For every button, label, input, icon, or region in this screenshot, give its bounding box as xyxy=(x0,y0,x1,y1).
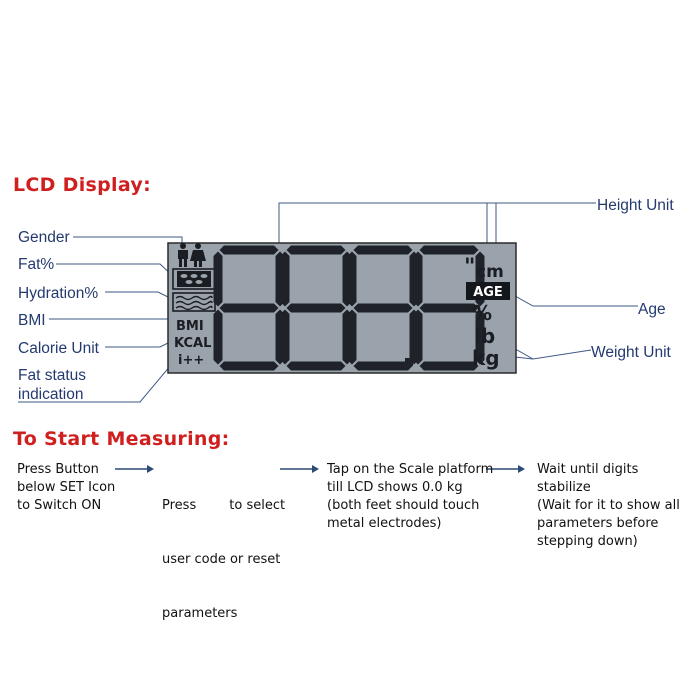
lcd-age-indicator: AGE xyxy=(473,285,503,300)
step-3-line-4: metal electrodes) xyxy=(327,516,442,531)
male-female-icon xyxy=(178,243,206,267)
digit-2-seg-g xyxy=(286,303,346,313)
digit-3-seg-d xyxy=(353,361,413,371)
callout-fat-status-line1: Fat status xyxy=(18,367,87,384)
digit-3-seg-g xyxy=(353,303,413,313)
digit-display xyxy=(213,245,485,371)
digit-4-seg-e xyxy=(413,309,423,365)
callout-weight-unit: Weight Unit xyxy=(591,344,671,361)
lcd-inch-mark: " xyxy=(464,255,475,280)
digit-2-seg-e xyxy=(280,309,290,365)
fat-body-icon xyxy=(172,268,216,290)
lcd-bmi-label: BMI xyxy=(176,319,204,334)
step-1-line-1: Press Button xyxy=(17,462,99,477)
callout-hydration: Hydration% xyxy=(18,285,99,302)
lcd-kcal-label: KCAL xyxy=(174,336,211,351)
digit-4-seg-a xyxy=(419,245,479,255)
lcd-kg-unit: kg xyxy=(472,346,500,370)
callout-bmi: BMI xyxy=(18,312,46,329)
digit-2-seg-d xyxy=(286,361,346,371)
step-1-line-2: below SET Icon xyxy=(17,480,116,495)
callout-fat-status-line2: indication xyxy=(18,386,84,403)
arrow-step-2 xyxy=(280,465,319,473)
step-2: Press to select user code or reset param… xyxy=(162,461,285,641)
callout-age: Age xyxy=(638,301,666,318)
digit-1-seg-d xyxy=(219,361,279,371)
decimal-point xyxy=(405,358,413,366)
digit-3-seg-a xyxy=(353,245,413,255)
leader-hydration xyxy=(105,291,175,301)
step-1-line-3: to Switch ON xyxy=(17,498,102,513)
callout-height-unit: Height Unit xyxy=(597,197,674,214)
step-3: Tap on the Scale platform till LCD shows… xyxy=(327,461,493,533)
lcd-age-box xyxy=(466,282,510,300)
digit-4-seg-c xyxy=(475,309,485,365)
leader-calorie xyxy=(105,339,175,348)
callout-gender: Gender xyxy=(18,229,70,246)
step-4-line-1: Wait until digits stabilize xyxy=(537,462,639,495)
lcd-lb-unit: lb xyxy=(474,324,495,348)
step-2-line-3: parameters xyxy=(162,606,238,621)
step-4: Wait until digits stabilize (Wait for it… xyxy=(537,461,690,551)
callout-fat: Fat% xyxy=(18,256,55,273)
digit-1-seg-a xyxy=(219,245,279,255)
callout-calorie-unit: Calorie Unit xyxy=(18,340,99,357)
digit-2-seg-f xyxy=(280,251,290,307)
leader-height-a xyxy=(278,202,596,244)
digit-3-seg-f xyxy=(347,251,357,307)
digit-3-seg-e xyxy=(347,309,357,365)
digit-4-seg-f xyxy=(413,251,423,307)
start-measuring-heading: To Start Measuring: xyxy=(13,428,230,450)
digit-4-seg-d xyxy=(419,361,479,371)
leader-age xyxy=(507,291,638,307)
digit-2-seg-a xyxy=(286,245,346,255)
arrow-step-3 xyxy=(486,465,525,473)
lcd-cm-unit: cm xyxy=(476,262,504,282)
digit-1-seg-f xyxy=(213,251,223,307)
callout-fat-status: Fat status indication xyxy=(18,366,86,404)
step-arrows xyxy=(115,465,525,473)
step-4-line-4: stepping down) xyxy=(537,534,638,549)
step-2-line-2: user code or reset xyxy=(162,552,281,567)
lcd-percent-unit: % xyxy=(472,301,492,325)
leader-fat xyxy=(56,263,175,278)
lcd-fat-status-label: i++ xyxy=(178,353,204,368)
leader-fat-status xyxy=(18,358,177,403)
lcd-display-heading: LCD Display: xyxy=(13,174,151,196)
arrow-step-1 xyxy=(115,465,154,473)
step-1: Press Button below SET Icon to Switch ON xyxy=(17,461,115,515)
step-3-line-1: Tap on the Scale platform xyxy=(327,462,494,477)
digit-4-seg-g xyxy=(419,303,479,313)
step-4-line-2: (Wait for it to show all xyxy=(537,498,680,513)
step-4-line-3: parameters before xyxy=(537,516,659,531)
leader-gender xyxy=(73,236,183,243)
step-3-line-2: till LCD shows 0.0 kg xyxy=(327,480,463,495)
digit-1-seg-g xyxy=(219,303,279,313)
step-3-line-3: (both feet should touch xyxy=(327,498,480,513)
digit-1-seg-e xyxy=(213,309,223,365)
step-2-line-1: Press to select xyxy=(162,498,286,513)
